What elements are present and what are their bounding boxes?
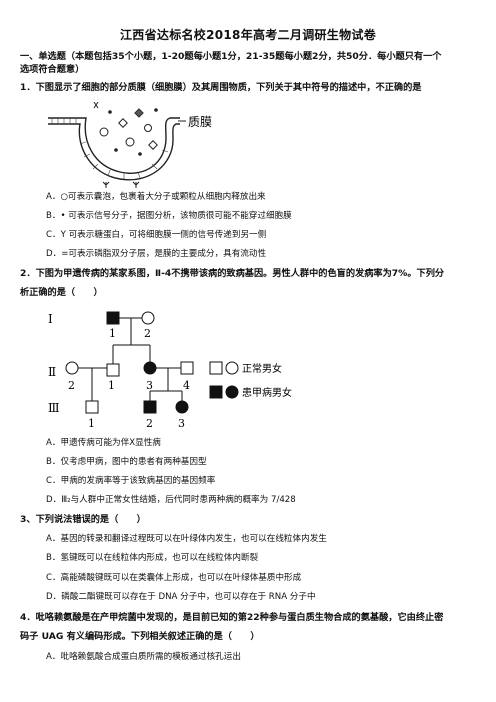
legend-affected-male <box>209 385 223 399</box>
q3-stem: 3、下列说法错误的是（ ） <box>20 514 146 525</box>
q3-option-b: B．氢键既可以在线粒体内形成，也可以在线粒体内断裂 <box>46 553 259 563</box>
gen1-number-1: 1 <box>109 327 116 340</box>
q2-option-c: C．甲病的发病率等于该致病基因的基因频率 <box>46 476 216 486</box>
gen3-male-normal-1 <box>85 400 99 414</box>
gen1-female-normal <box>141 311 155 325</box>
gen2-number-3: 3 <box>146 379 153 392</box>
section-header-line1: 一、单选题（本题包括35个小题，1-20题每小题1分，21-35题每小题2分，共… <box>20 51 442 62</box>
q4-option-a: A．吡咯赖氨酸合成蛋白质所需的模板通过核孔运出 <box>46 652 241 662</box>
exam-title: 江西省达标名校2018年高考二月调研生物试卷 <box>120 28 376 42</box>
q1-option-d: D．=可表示磷脂双分子层，是膜的主要成分，具有流动性 <box>46 249 267 259</box>
gen-label-1: Ⅰ <box>48 312 53 326</box>
membrane-label: 质膜 <box>188 115 212 129</box>
gen-label-2: Ⅱ <box>48 365 56 379</box>
q2-stem-line2: 析正确的是（ ） <box>20 287 103 298</box>
q3-option-c: C．高能磷酸键既可以在类囊体上形成，也可以在叶绿体基质中形成 <box>46 573 302 583</box>
q4-stem-line1: 4．吡咯赖氨酸是在产甲烷菌中发现的，是目前已知的第22种参与蛋白质生物合成的氨基… <box>20 612 444 623</box>
q1-option-a: A．○可表示囊泡，包裹着大分子或颗粒从细胞内释放出来 <box>46 192 266 202</box>
gen2-female-affected-3 <box>143 361 157 375</box>
gen3-male-affected-2 <box>143 400 157 414</box>
gen2-female-normal-2 <box>65 361 79 375</box>
q2-stem-line1: 2．下图为甲遗传病的某家系图，Ⅱ-4不携带该病的致病基因。男性人群中的色盲的发病… <box>20 268 445 279</box>
gen2-male-normal-4 <box>180 361 194 375</box>
q1-stem: 1．下图显示了细胞的部分质膜（细胞膜）及其周围物质，下列关于其中符号的描述中，不… <box>20 82 422 93</box>
section-header-line2: 选项符合题意） <box>20 64 85 75</box>
legend-affected-female <box>225 385 239 399</box>
q3-option-d: D．磷酸二酯键既可以存在于 DNA 分子中，也可以存在于 RNA 分子中 <box>46 592 316 602</box>
legend-normal-label: 正常男女 <box>242 362 282 375</box>
gen1-number-2: 2 <box>144 327 151 340</box>
gen1-male-affected <box>106 311 120 325</box>
gen2-number-1: 1 <box>108 379 115 392</box>
legend-affected-label: 患甲病男女 <box>242 386 292 399</box>
q3-option-a: A．基因的转录和翻译过程既可以在叶绿体内发生，也可以在线粒体内发生 <box>46 534 327 544</box>
q2-option-a: A．甲遗传病可能为伴X显性病 <box>46 438 161 448</box>
q1-option-c: C．Y 可表示糖蛋白，可将细胞膜一侧的信号传递到另一侧 <box>46 230 267 240</box>
pedigree-chart: Ⅰ Ⅱ Ⅲ 1 2 1 2 3 4 1 2 <box>48 311 292 430</box>
q4-stem-line2: 码子 UAG 有义编码形成。下列相关叙述正确的是（ ） <box>20 631 260 642</box>
gen3-number-3: 3 <box>178 417 185 430</box>
gen3-female-affected-3 <box>175 400 189 414</box>
legend-normal-female <box>225 361 239 375</box>
membrane-outer <box>48 117 180 174</box>
q1-option-b: B．• 可表示信号分子，据图分析，该物质很可能不能穿过细胞膜 <box>46 211 292 221</box>
gen-label-3: Ⅲ <box>48 401 60 415</box>
gen2-number-4: 4 <box>183 379 190 392</box>
gen3-number-2: 2 <box>146 417 153 430</box>
cell-membrane-figure: 质膜 <box>48 102 212 188</box>
q2-option-b: B．仅考虑甲病，图中的患者有两种基因型 <box>46 457 207 467</box>
gen2-number-2: 2 <box>68 379 75 392</box>
q2-option-d: D．Ⅲ₂与人群中正常女性结婚，后代同时患两种病的概率为 7/428 <box>46 495 296 505</box>
legend-normal-male <box>209 361 223 375</box>
gen3-number-1: 1 <box>88 417 95 430</box>
membrane-inner <box>48 123 180 181</box>
gen2-male-normal-1 <box>106 363 120 377</box>
